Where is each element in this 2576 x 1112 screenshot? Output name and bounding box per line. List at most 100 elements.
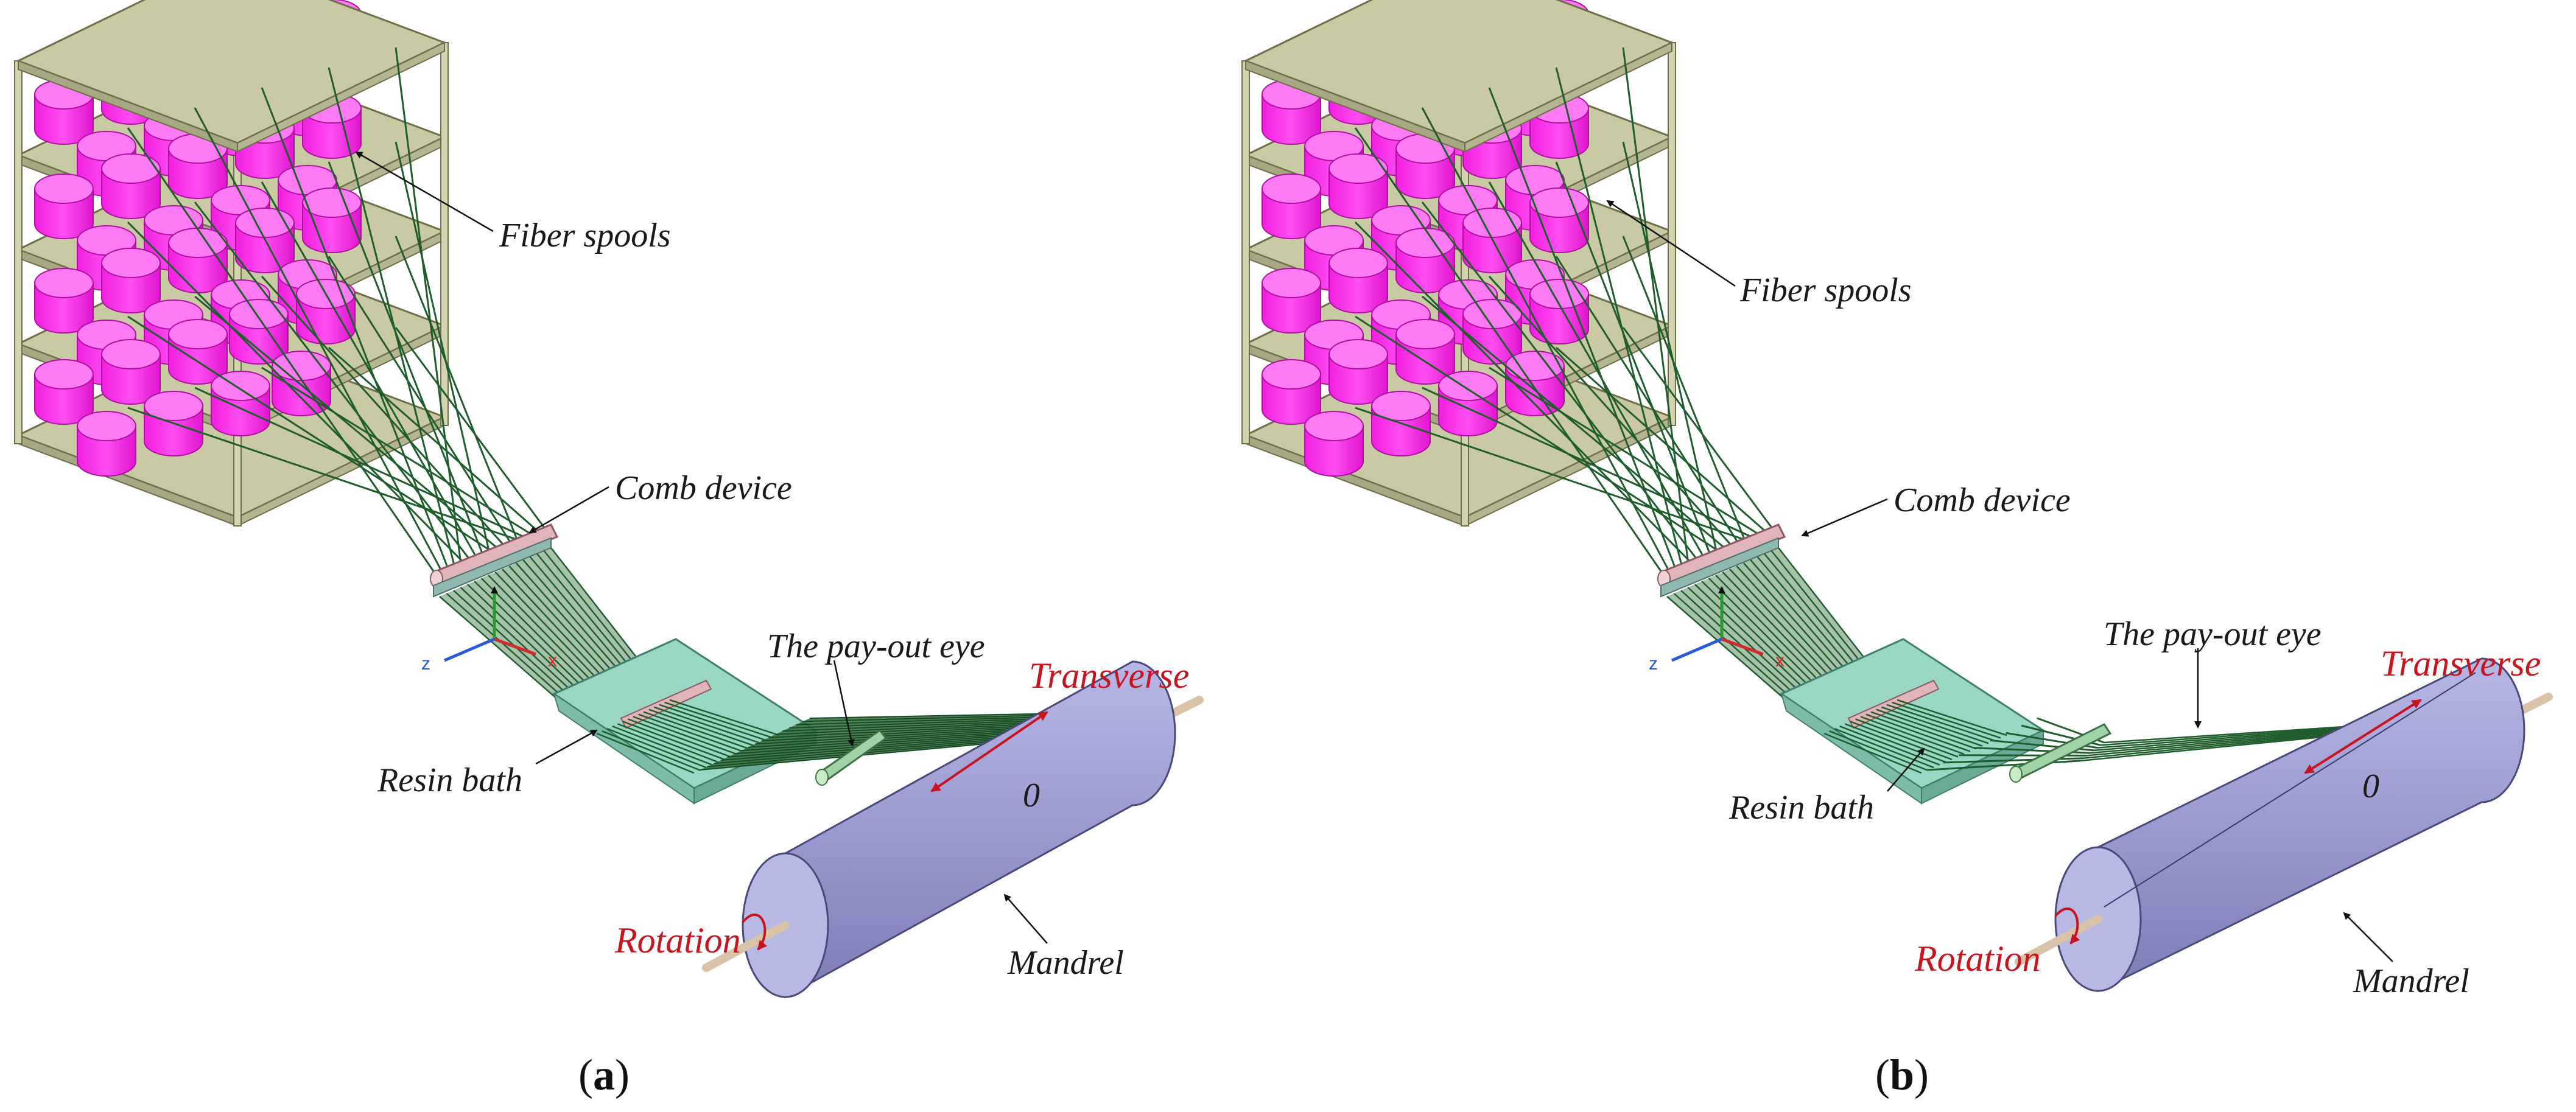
spool-rack [14, 0, 449, 527]
fiber-spool-top [1328, 153, 1388, 184]
label-mandrel: Mandrel [2353, 962, 2469, 1000]
bath-fiber [1897, 699, 2007, 736]
label-mandrel: Mandrel [1007, 944, 1124, 982]
fiber-spool-top [34, 173, 94, 204]
fiber-strand [1355, 407, 1753, 544]
fiber-spool-top [101, 339, 161, 369]
bath-fiber [627, 718, 731, 758]
panel-b-labels: Fiber spools Comb device The pay-out eye… [1728, 271, 2541, 1099]
fiber-strand [1354, 127, 1667, 579]
mandrel [702, 660, 1204, 999]
transverse-arrow-right [2362, 699, 2422, 738]
label-payout-eye: The pay-out eye [2104, 615, 2322, 653]
fiber-strand [1422, 386, 1759, 541]
fiber-strand [328, 346, 543, 536]
bath-fiber [1839, 726, 1940, 766]
fiber-spool-top [1462, 299, 1522, 329]
fiber-strand [1556, 346, 1771, 536]
transverse-arrow-right [988, 711, 1048, 753]
bath-fiber [1855, 718, 1959, 758]
bath-fiber [606, 727, 707, 769]
x-axis-label: x [1775, 651, 1785, 671]
x-axis-arrow [1721, 637, 1764, 656]
mandrel-shaft [702, 921, 790, 972]
fiber-spool-top [34, 268, 94, 298]
label-rotation: Rotation [614, 920, 741, 960]
fiber-spool-top [34, 359, 94, 390]
fiber-spool-top [302, 187, 362, 218]
leader-line [833, 660, 855, 747]
leader-line [2343, 912, 2393, 962]
mandrel-shaft [2015, 915, 2102, 966]
z-axis-arrow [1671, 637, 1722, 662]
fiber-strands [1354, 47, 1777, 579]
transverse-arrow-left [2304, 735, 2364, 774]
label-resin-bath: Resin bath [1728, 789, 1874, 827]
bath-fiber [653, 706, 762, 744]
fiber-strand [1622, 47, 1690, 569]
rack-post [14, 60, 23, 444]
fiber-spool-top [1529, 279, 1589, 309]
fiber-spool-top [1304, 411, 1364, 441]
leader-line [528, 486, 609, 534]
mandrel-body [784, 660, 1176, 999]
label-zero: 0 [2362, 768, 2379, 805]
fiber-spool-top [77, 411, 136, 441]
label-rotation: Rotation [1914, 939, 2041, 979]
x-axis-arrow [494, 637, 536, 656]
fiber-spool-top [1328, 248, 1388, 278]
fiber-strand [328, 67, 457, 572]
label-comb-device: Comb device [615, 469, 792, 507]
bath-fiber [648, 708, 756, 747]
bath-fiber [1823, 732, 1922, 774]
mandrel-body [2097, 657, 2525, 993]
fiber-strand [1555, 161, 1713, 559]
bath-fiber [1850, 721, 1953, 761]
transverse-arrow-left [930, 750, 991, 792]
fiber-strand [261, 181, 480, 562]
bath-fiber [596, 732, 695, 774]
fiber-strand [1622, 327, 1777, 533]
label-transverse: Transverse [2381, 643, 2541, 684]
fiber-strand [395, 236, 521, 545]
fiber-spool-top [1262, 173, 1321, 204]
fiber-spool-top [1371, 391, 1431, 421]
fiber-spool-top [1262, 268, 1321, 298]
shelf-edge [1464, 41, 1672, 153]
payout-eye-end [815, 769, 829, 786]
label-fiber-spools: Fiber spools [499, 217, 671, 254]
leader-line [1606, 200, 1736, 287]
leader-line [1801, 498, 1888, 537]
label-comb-device: Comb device [1893, 481, 2071, 519]
payout-eye-end [2009, 766, 2023, 783]
fiber-spool-top [168, 319, 228, 349]
label-fiber-spools: Fiber spools [1739, 271, 1912, 309]
transverse-arrow [930, 711, 1048, 792]
fiber-strand [194, 201, 474, 565]
bath-fiber [622, 721, 725, 761]
caption-b: (b) [1875, 1051, 1929, 1099]
fiber-strand [1354, 221, 1696, 567]
z-axis-arrow [444, 637, 495, 662]
fiber-spool-top [101, 153, 161, 184]
bath-fiber [669, 699, 780, 736]
rack-post [1241, 60, 1250, 444]
fiber-spool-top [1262, 359, 1321, 390]
caption-a: (a) [578, 1051, 630, 1099]
bath-fiber [1886, 704, 1995, 742]
bath-fiber [638, 713, 743, 752]
shelf-edge [237, 41, 445, 153]
leader-line [1887, 747, 1925, 792]
mandrel-fiber-line [2104, 672, 2476, 907]
fiber-strand [1421, 201, 1702, 565]
fiber-strand [395, 47, 463, 569]
comb-device [1657, 523, 1786, 598]
fiber-strand [1488, 181, 1707, 562]
bath-fiber [617, 723, 719, 763]
panel-a-labels: Fiber spools Comb device The pay-out eye… [377, 217, 1189, 1099]
fiber-strand [1555, 67, 1684, 572]
fiber-strand [127, 407, 525, 544]
